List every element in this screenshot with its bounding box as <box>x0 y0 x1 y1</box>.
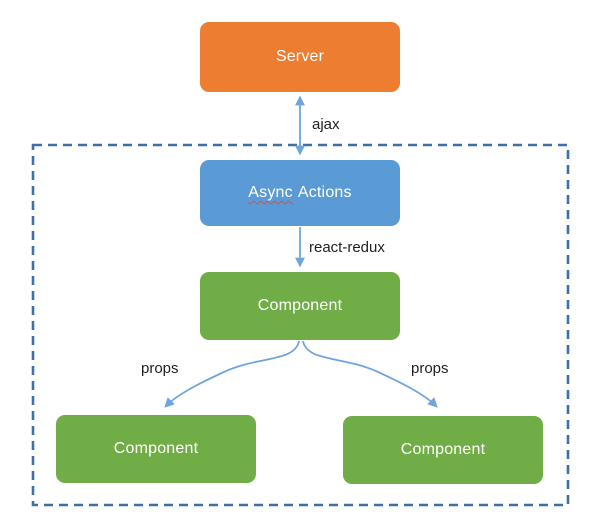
edge-label-props-right: props <box>411 360 449 377</box>
edge-label-props-left: props <box>141 360 179 377</box>
edge-props-right-arrow <box>302 340 438 408</box>
node-component-right: Component <box>343 416 543 484</box>
edge-label-react-redux: react-redux <box>309 239 385 256</box>
node-async-actions: Async Actions <box>200 160 400 226</box>
edge-props-left-arrow <box>164 340 300 408</box>
node-component-left: Component <box>56 415 256 483</box>
node-async-actions-label: Async Actions <box>248 184 352 201</box>
node-server-label: Server <box>275 48 325 65</box>
edge-label-ajax: ajax <box>312 116 340 133</box>
node-component-mid-label: Component <box>257 297 343 314</box>
node-component-left-label: Component <box>113 440 199 457</box>
store-boundary-dashed-rect <box>31 143 570 507</box>
node-component-right-label: Component <box>400 441 486 458</box>
node-server: Server <box>200 22 400 92</box>
misspelled-word: Async <box>248 184 293 201</box>
node-component-mid: Component <box>200 272 400 340</box>
